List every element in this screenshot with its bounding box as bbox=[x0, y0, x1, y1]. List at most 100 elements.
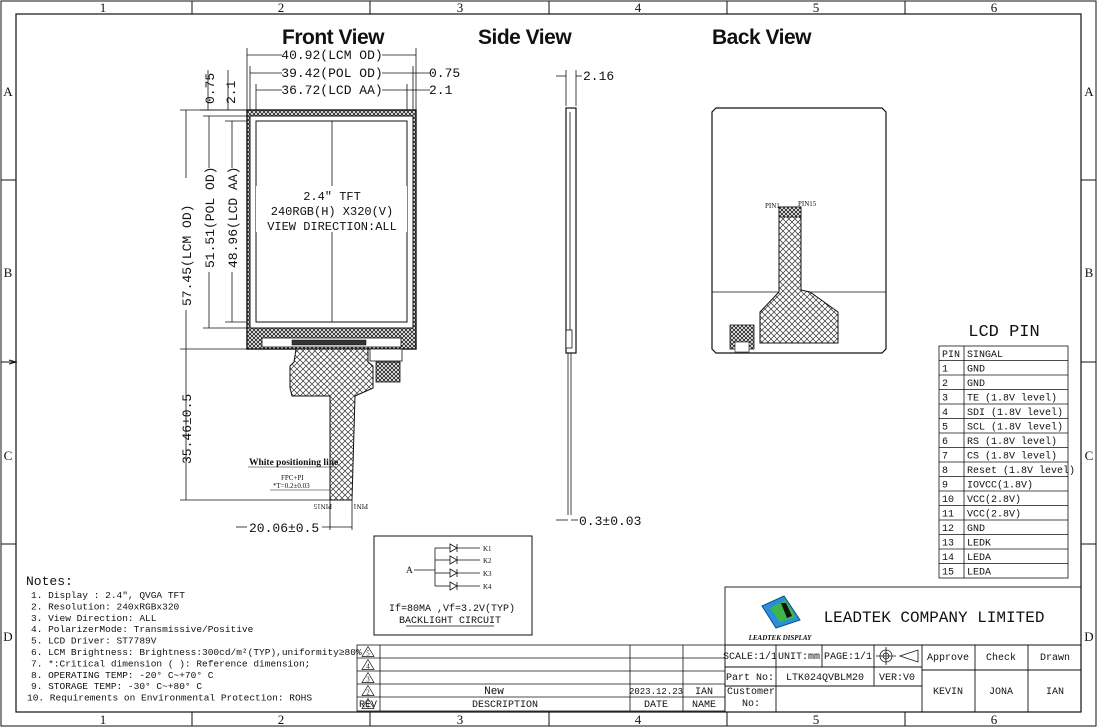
pin-signal: GND bbox=[967, 365, 985, 376]
col-label: 1 bbox=[100, 712, 107, 727]
side-view: 2.16 0.3±0.03 bbox=[556, 69, 641, 529]
dim-side-thickness: 2.16 bbox=[583, 69, 614, 84]
side-view-title: Side View bbox=[478, 26, 572, 49]
approve-label: Approve bbox=[927, 653, 969, 664]
rev-triangle-icon bbox=[361, 658, 375, 670]
col-label: 4 bbox=[635, 712, 642, 727]
pin-number: 4 bbox=[942, 408, 948, 419]
rev-date: 2023.12.23 bbox=[629, 687, 683, 697]
note-item: 4. PolarizerMode: Transmissive/Positive bbox=[31, 624, 254, 635]
rev-mark: 3 bbox=[366, 676, 370, 684]
check-name: JONA bbox=[989, 687, 1013, 698]
note-item: 9. STORAGE TEMP: -30° C~+80° C bbox=[31, 681, 202, 692]
dim-pol-od-width: 39.42(POL OD) bbox=[281, 66, 382, 81]
row-label: B bbox=[4, 265, 13, 280]
cathode-k1: K1 bbox=[483, 545, 492, 553]
backlight-circuit: A K1 K2 K3 K4 If=80MA ,Vf=3.2V(TYP) BACK… bbox=[373, 535, 533, 636]
pin-signal: RS (1.8V level) bbox=[967, 436, 1057, 448]
pin-number: 5 bbox=[942, 423, 948, 434]
pin-number: 11 bbox=[942, 510, 954, 521]
backlight-title: BACKLIGHT CIRCUIT bbox=[399, 616, 501, 627]
col-label: 5 bbox=[813, 0, 820, 15]
row-label: D bbox=[1084, 629, 1093, 644]
unit: UNIT:mm bbox=[778, 652, 820, 663]
pin-number: 14 bbox=[942, 553, 954, 564]
dim-right-offset-a: 0.75 bbox=[429, 66, 460, 81]
pin-signal: SDI (1.8V level) bbox=[967, 407, 1063, 419]
dim-left-offset-b: 2.1 bbox=[224, 80, 239, 104]
row-label: D bbox=[3, 629, 12, 644]
back-view-title: Back View bbox=[712, 26, 812, 49]
pin-number: 1 bbox=[942, 365, 948, 376]
drawn-label: Drawn bbox=[1040, 653, 1070, 664]
check-label: Check bbox=[986, 652, 1016, 664]
date-header: DATE bbox=[644, 700, 668, 711]
pin-number: 9 bbox=[942, 481, 948, 492]
pin-signal: VCC(2.8V) bbox=[967, 509, 1021, 521]
pin-signal: SCL (1.8V level) bbox=[967, 422, 1063, 434]
col-label: 3 bbox=[457, 712, 464, 727]
dim-fpc-length: 35.46±0.5 bbox=[180, 394, 195, 464]
cathode-k4: K4 bbox=[483, 583, 492, 591]
front-pin1-label: PIN1 bbox=[353, 502, 368, 510]
col-label: 2 bbox=[278, 0, 285, 15]
dim-left-offset-a: 0.75 bbox=[203, 73, 218, 104]
note-item: 1. Display : 2.4", QVGA TFT bbox=[31, 590, 185, 601]
name-header: NAME bbox=[692, 700, 716, 711]
notes-title: Notes: bbox=[26, 574, 73, 589]
part-no-label: Part No: bbox=[726, 673, 774, 684]
pin-signal: TE (1.8V level) bbox=[967, 393, 1057, 405]
drawn-name: IAN bbox=[1046, 687, 1064, 698]
pin-number: 13 bbox=[942, 539, 954, 550]
customer-no-label: Customer No: bbox=[726, 687, 775, 710]
dim-right-offset-b: 2.1 bbox=[429, 83, 453, 98]
company-name: LEADTEK COMPANY LIMITED bbox=[824, 609, 1045, 627]
logo-text: LEADTEK DISPLAY bbox=[748, 634, 813, 642]
note-item: 8. OPERATING TEMP: -20° C~+70° C bbox=[31, 670, 214, 681]
back-pin15-label: PIN15 bbox=[798, 200, 817, 208]
col-label: 4 bbox=[635, 0, 642, 15]
dim-lcm-od-width: 40.92(LCM OD) bbox=[281, 48, 382, 63]
pin-header: PIN bbox=[942, 350, 960, 361]
pin-signal: CS (1.8V level) bbox=[967, 451, 1057, 463]
pin-number: 3 bbox=[942, 394, 948, 405]
row-label: A bbox=[3, 84, 13, 99]
row-label: A bbox=[1084, 84, 1094, 99]
front-view: 40.92(LCM OD) 39.42(POL OD) 36.72(LCD AA… bbox=[180, 48, 460, 536]
pin-signal: Reset (1.8V level) bbox=[967, 465, 1075, 477]
dim-lcm-od-height: 57.45(LCM OD) bbox=[180, 205, 195, 306]
rev-triangle-icon bbox=[361, 645, 375, 657]
col-label: 2 bbox=[278, 712, 285, 727]
screen-view-label: VIEW DIRECTION:ALL bbox=[267, 220, 397, 234]
row-label: C bbox=[4, 448, 13, 463]
rev-mark: 5 bbox=[366, 650, 370, 658]
back-view: PIN1 PIN15 bbox=[711, 107, 887, 354]
backlight-spec: If=80MA ,Vf=3.2V(TYP) bbox=[389, 603, 515, 615]
rev-triangle-icon bbox=[361, 684, 375, 696]
pin-number: 6 bbox=[942, 437, 948, 448]
dim-lcd-aa-width: 36.72(LCD AA) bbox=[281, 83, 382, 98]
lcd-pin-title: LCD PIN bbox=[968, 323, 1039, 342]
note-item: 7. *:Critical dimension ( ): Reference d… bbox=[31, 658, 310, 669]
dim-fpc-width: 20.06±0.5 bbox=[249, 521, 319, 536]
fpc-pi-label: FPC+PI bbox=[281, 474, 304, 482]
col-label: 6 bbox=[991, 712, 998, 727]
screen-size-label: 2.4" TFT bbox=[303, 190, 361, 204]
pin-number: 2 bbox=[942, 379, 948, 390]
pin-number: 10 bbox=[942, 495, 954, 506]
screen-resolution-label: 240RGB(H) X320(V) bbox=[271, 205, 393, 219]
front-pin15-label: PIN15 bbox=[313, 502, 332, 510]
pin-number: 12 bbox=[942, 524, 954, 535]
cathode-k3: K3 bbox=[483, 570, 492, 578]
rev-name: IAN bbox=[695, 687, 713, 698]
rev-mark: 4 bbox=[366, 663, 370, 671]
dim-lcd-aa-height: 48.96(LCD AA) bbox=[226, 167, 241, 268]
col-label: 6 bbox=[991, 0, 998, 15]
front-fpc bbox=[289, 348, 374, 501]
pin-signal: VCC(2.8V) bbox=[967, 494, 1021, 506]
note-item: 3. View Direction: ALL bbox=[31, 613, 157, 624]
